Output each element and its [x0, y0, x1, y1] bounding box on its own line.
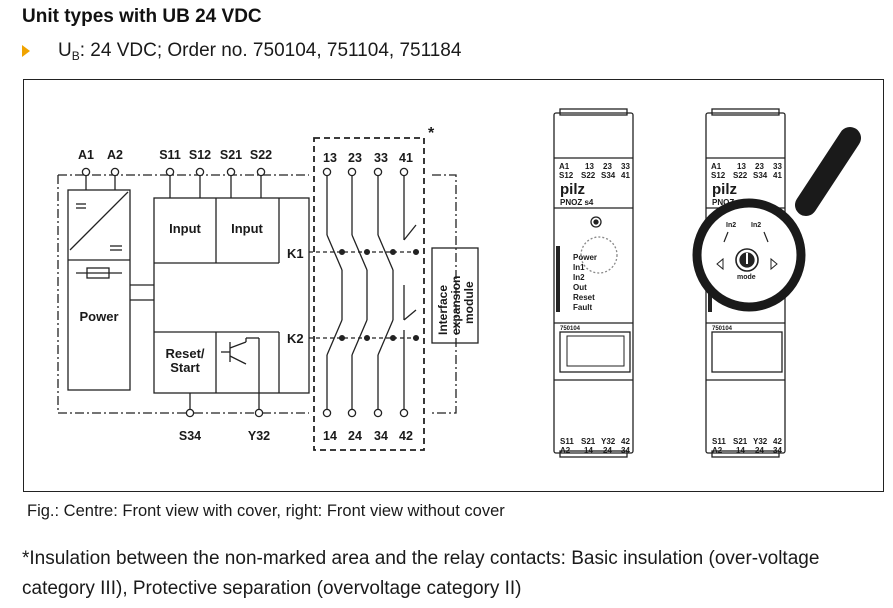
reset-label: Reset/ — [165, 346, 204, 361]
mode-label-mode: mode — [737, 274, 756, 281]
insulation-footnote: *Insulation between the non-marked area … — [22, 548, 820, 599]
device2-bottom-row1-2: Y32 — [753, 437, 768, 446]
interface-expansion-module — [431, 247, 479, 344]
device1-top-row2-3: 41 — [621, 171, 630, 180]
mode-switch-labels: In2 In2 mode — [726, 222, 761, 281]
contact-label-14: 14 — [323, 429, 337, 443]
terminal-label-a1: A1 — [78, 148, 94, 162]
device1-top-row1-0: A1 — [559, 162, 570, 171]
contact-label-34: 34 — [374, 429, 388, 443]
device2-bottom-row1-3: 42 — [773, 437, 782, 446]
device1-bottom-row2-0: A2 — [560, 446, 571, 455]
device1-top-row1-2: 23 — [603, 162, 612, 171]
contact-label-23: 23 — [348, 151, 362, 165]
device2-top-row1-2: 23 — [755, 162, 764, 171]
device2-top-row2-1: S22 — [733, 171, 748, 180]
device1-bottom-row1-2: Y32 — [601, 437, 616, 446]
led-label-in2: In2 — [573, 273, 585, 282]
input-label-1: Input — [169, 221, 201, 236]
power-label: Power — [79, 309, 118, 324]
power-block — [67, 189, 131, 391]
device2-brand-logo: pilz — [712, 181, 737, 198]
device2-top-row2-0: S12 — [711, 171, 726, 180]
terminal-label-s11: S11 — [159, 148, 181, 162]
device1-bottom-row2-1: 14 — [584, 446, 593, 455]
interface-label-line1: Interface — [436, 285, 450, 335]
contact-box — [313, 137, 425, 451]
terminal-label-s22: S22 — [250, 148, 272, 162]
device1-top-row2-1: S22 — [581, 171, 596, 180]
contact-top-labels: 13 23 33 41 — [323, 151, 413, 165]
device1-led-labels: Power In1 In2 Out Reset Fault — [573, 253, 597, 312]
contact-label-41: 41 — [399, 151, 413, 165]
device2-bottom-row2-0: A2 — [712, 446, 723, 455]
device2-model: PNOZ s — [712, 198, 741, 207]
contact-label-13: 13 — [323, 151, 337, 165]
contact-label-33: 33 — [374, 151, 388, 165]
led-label-reset: Reset — [573, 293, 595, 302]
insulation-asterisk: * — [428, 125, 435, 142]
interface-label-line2: expansion — [449, 276, 463, 335]
device1-top-row2-2: S34 — [601, 171, 616, 180]
terminal-label-a2: A2 — [107, 148, 123, 162]
enclosure-outline — [57, 174, 457, 414]
terminal-label-s34: S34 — [179, 429, 201, 443]
spec-text: : 24 VDC; Order no. 750104, 751104, 7511… — [79, 40, 462, 61]
device1-bottom-row1-1: S21 — [581, 437, 596, 446]
device1-top-row2-0: S12 — [559, 171, 574, 180]
figure-frame: A1 A2 S11 S12 S21 S22 13 23 33 41 * 14 2… — [23, 79, 884, 492]
device1-bottom-row1-0: S11 — [560, 437, 574, 446]
device1-order-tag: 750104 — [560, 326, 581, 332]
terminal-label-s12: S12 — [189, 148, 211, 162]
spec-u-subscript: B — [71, 49, 80, 63]
led-label-in1: In1 — [573, 263, 585, 272]
device2-order-tag: 750104 — [712, 326, 733, 332]
device2-top-row2-3: 41 — [773, 171, 782, 180]
contact-label-24: 24 — [348, 429, 362, 443]
figure-svg: A1 A2 S11 S12 S21 S22 13 23 33 41 * 14 2… — [57, 108, 861, 458]
led-label-fault: Fault — [573, 303, 592, 312]
figure-caption: Fig.: Centre: Front view with cover, rig… — [27, 502, 505, 520]
terminal-label-s21: S21 — [220, 148, 242, 162]
relay-k2-label: K2 — [287, 331, 304, 346]
spec-u: U — [58, 40, 72, 61]
mode-label-in2-right: In2 — [751, 222, 761, 229]
relay-k1-label: K1 — [287, 246, 304, 261]
device2-bottom-row1-0: S11 — [712, 437, 726, 446]
start-label: Start — [170, 360, 200, 375]
device2-bottom-row2-1: 14 — [736, 446, 745, 455]
device1-top-row1-1: 13 — [585, 162, 594, 171]
contact-label-42: 42 — [399, 429, 413, 443]
device2-bottom-row2-3: 34 — [773, 446, 782, 455]
device2-top-row2-2: S34 — [753, 171, 768, 180]
device1-bottom-row2-3: 34 — [621, 446, 630, 455]
led-label-out: Out — [573, 283, 587, 292]
device1-bottom-row1-3: 42 — [621, 437, 630, 446]
contact-bottom-labels: 14 24 34 42 — [323, 429, 413, 443]
interface-label-line3: module — [462, 281, 476, 324]
mode-label-in2-left: In2 — [726, 222, 736, 229]
device1-bottom-row2-2: 24 — [603, 446, 612, 455]
device1-top-row1-3: 33 — [621, 162, 630, 171]
device1-model: PNOZ s4 — [560, 198, 594, 207]
device-front-with-cover — [553, 108, 634, 458]
device2-top-row1-3: 33 — [773, 162, 782, 171]
device2-bottom-row1-1: S21 — [733, 437, 748, 446]
device1-brand-logo: pilz — [560, 181, 585, 198]
bullet-arrow-icon — [22, 45, 30, 57]
relay-contacts — [326, 172, 417, 413]
page-heading: Unit types with UB 24 VDC — [22, 6, 262, 27]
device2-bottom-row2-2: 24 — [755, 446, 764, 455]
top-terminal-labels: A1 A2 S11 S12 S21 S22 — [78, 148, 272, 162]
led-label-power: Power — [573, 253, 597, 262]
device2-top-row1-0: A1 — [711, 162, 722, 171]
device2-top-row1-1: 13 — [737, 162, 746, 171]
magnifier-icon — [692, 127, 861, 312]
interface-module-label: Interface expansion module — [436, 276, 476, 335]
terminal-label-y32: Y32 — [248, 429, 270, 443]
input-label-2: Input — [231, 221, 263, 236]
